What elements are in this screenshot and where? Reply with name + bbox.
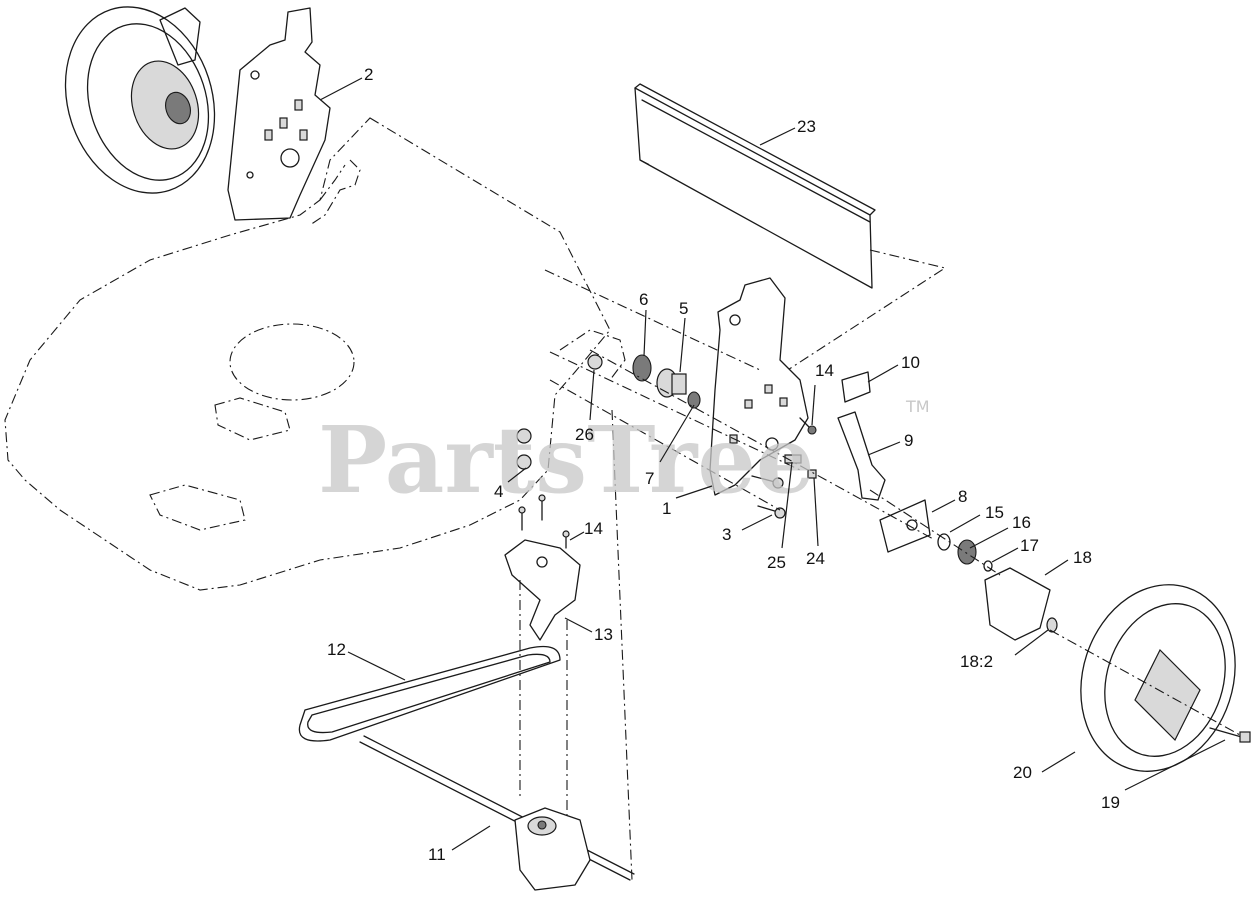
callout-1: 1 xyxy=(662,499,671,518)
callout-26: 26 xyxy=(575,425,594,444)
callout-3: 3 xyxy=(722,525,731,544)
callout-9: 9 xyxy=(904,431,913,450)
callout-13: 13 xyxy=(594,625,613,644)
callout-18-2: 18:2 xyxy=(960,652,993,671)
callout-16: 16 xyxy=(1012,513,1031,532)
callout-20: 20 xyxy=(1013,763,1032,782)
callout-25: 25 xyxy=(767,553,786,572)
wheel-top-left xyxy=(64,6,216,194)
callout-17: 17 xyxy=(1020,536,1039,555)
belt-guide-bracket-13 xyxy=(504,494,581,641)
trademark-symbol: TM xyxy=(905,397,930,416)
callout-24: 24 xyxy=(806,549,825,568)
callout-6: 6 xyxy=(639,290,648,309)
mower-deck xyxy=(4,117,626,591)
plate-8-washers xyxy=(879,499,993,572)
hub-cap-18 xyxy=(984,567,1058,641)
callout-15: 15 xyxy=(985,503,1004,522)
height-adjust-bracket-2 xyxy=(227,7,331,221)
callout-8: 8 xyxy=(958,487,967,506)
callout-5: 5 xyxy=(679,299,688,318)
leader-lines xyxy=(319,77,1226,851)
callout-14-lower: 14 xyxy=(584,519,603,538)
callout-10: 10 xyxy=(901,353,920,372)
callout-labels: 2 23 6 5 10 14 9 26 7 1 4 8 3 15 16 25 2… xyxy=(327,65,1120,864)
callout-12: 12 xyxy=(327,640,346,659)
callout-19: 19 xyxy=(1101,793,1120,812)
bushings-6-5-7 xyxy=(632,354,701,409)
drive-belt-12 xyxy=(298,645,561,742)
callout-18: 18 xyxy=(1073,548,1092,567)
wheel-20 xyxy=(1080,584,1251,772)
lever-10-9 xyxy=(837,371,886,501)
callout-4: 4 xyxy=(494,482,503,501)
drive-axle-gearbox-11 xyxy=(359,735,635,891)
partstree-watermark: PartsTree xyxy=(318,406,814,514)
bolts-3-14-25-24 xyxy=(751,417,817,519)
callout-14: 14 xyxy=(815,361,834,380)
callout-11: 11 xyxy=(428,845,446,864)
callout-7: 7 xyxy=(645,469,654,488)
cover-plate-23 xyxy=(634,83,876,289)
callout-2: 2 xyxy=(364,65,373,84)
callout-23: 23 xyxy=(797,117,816,136)
